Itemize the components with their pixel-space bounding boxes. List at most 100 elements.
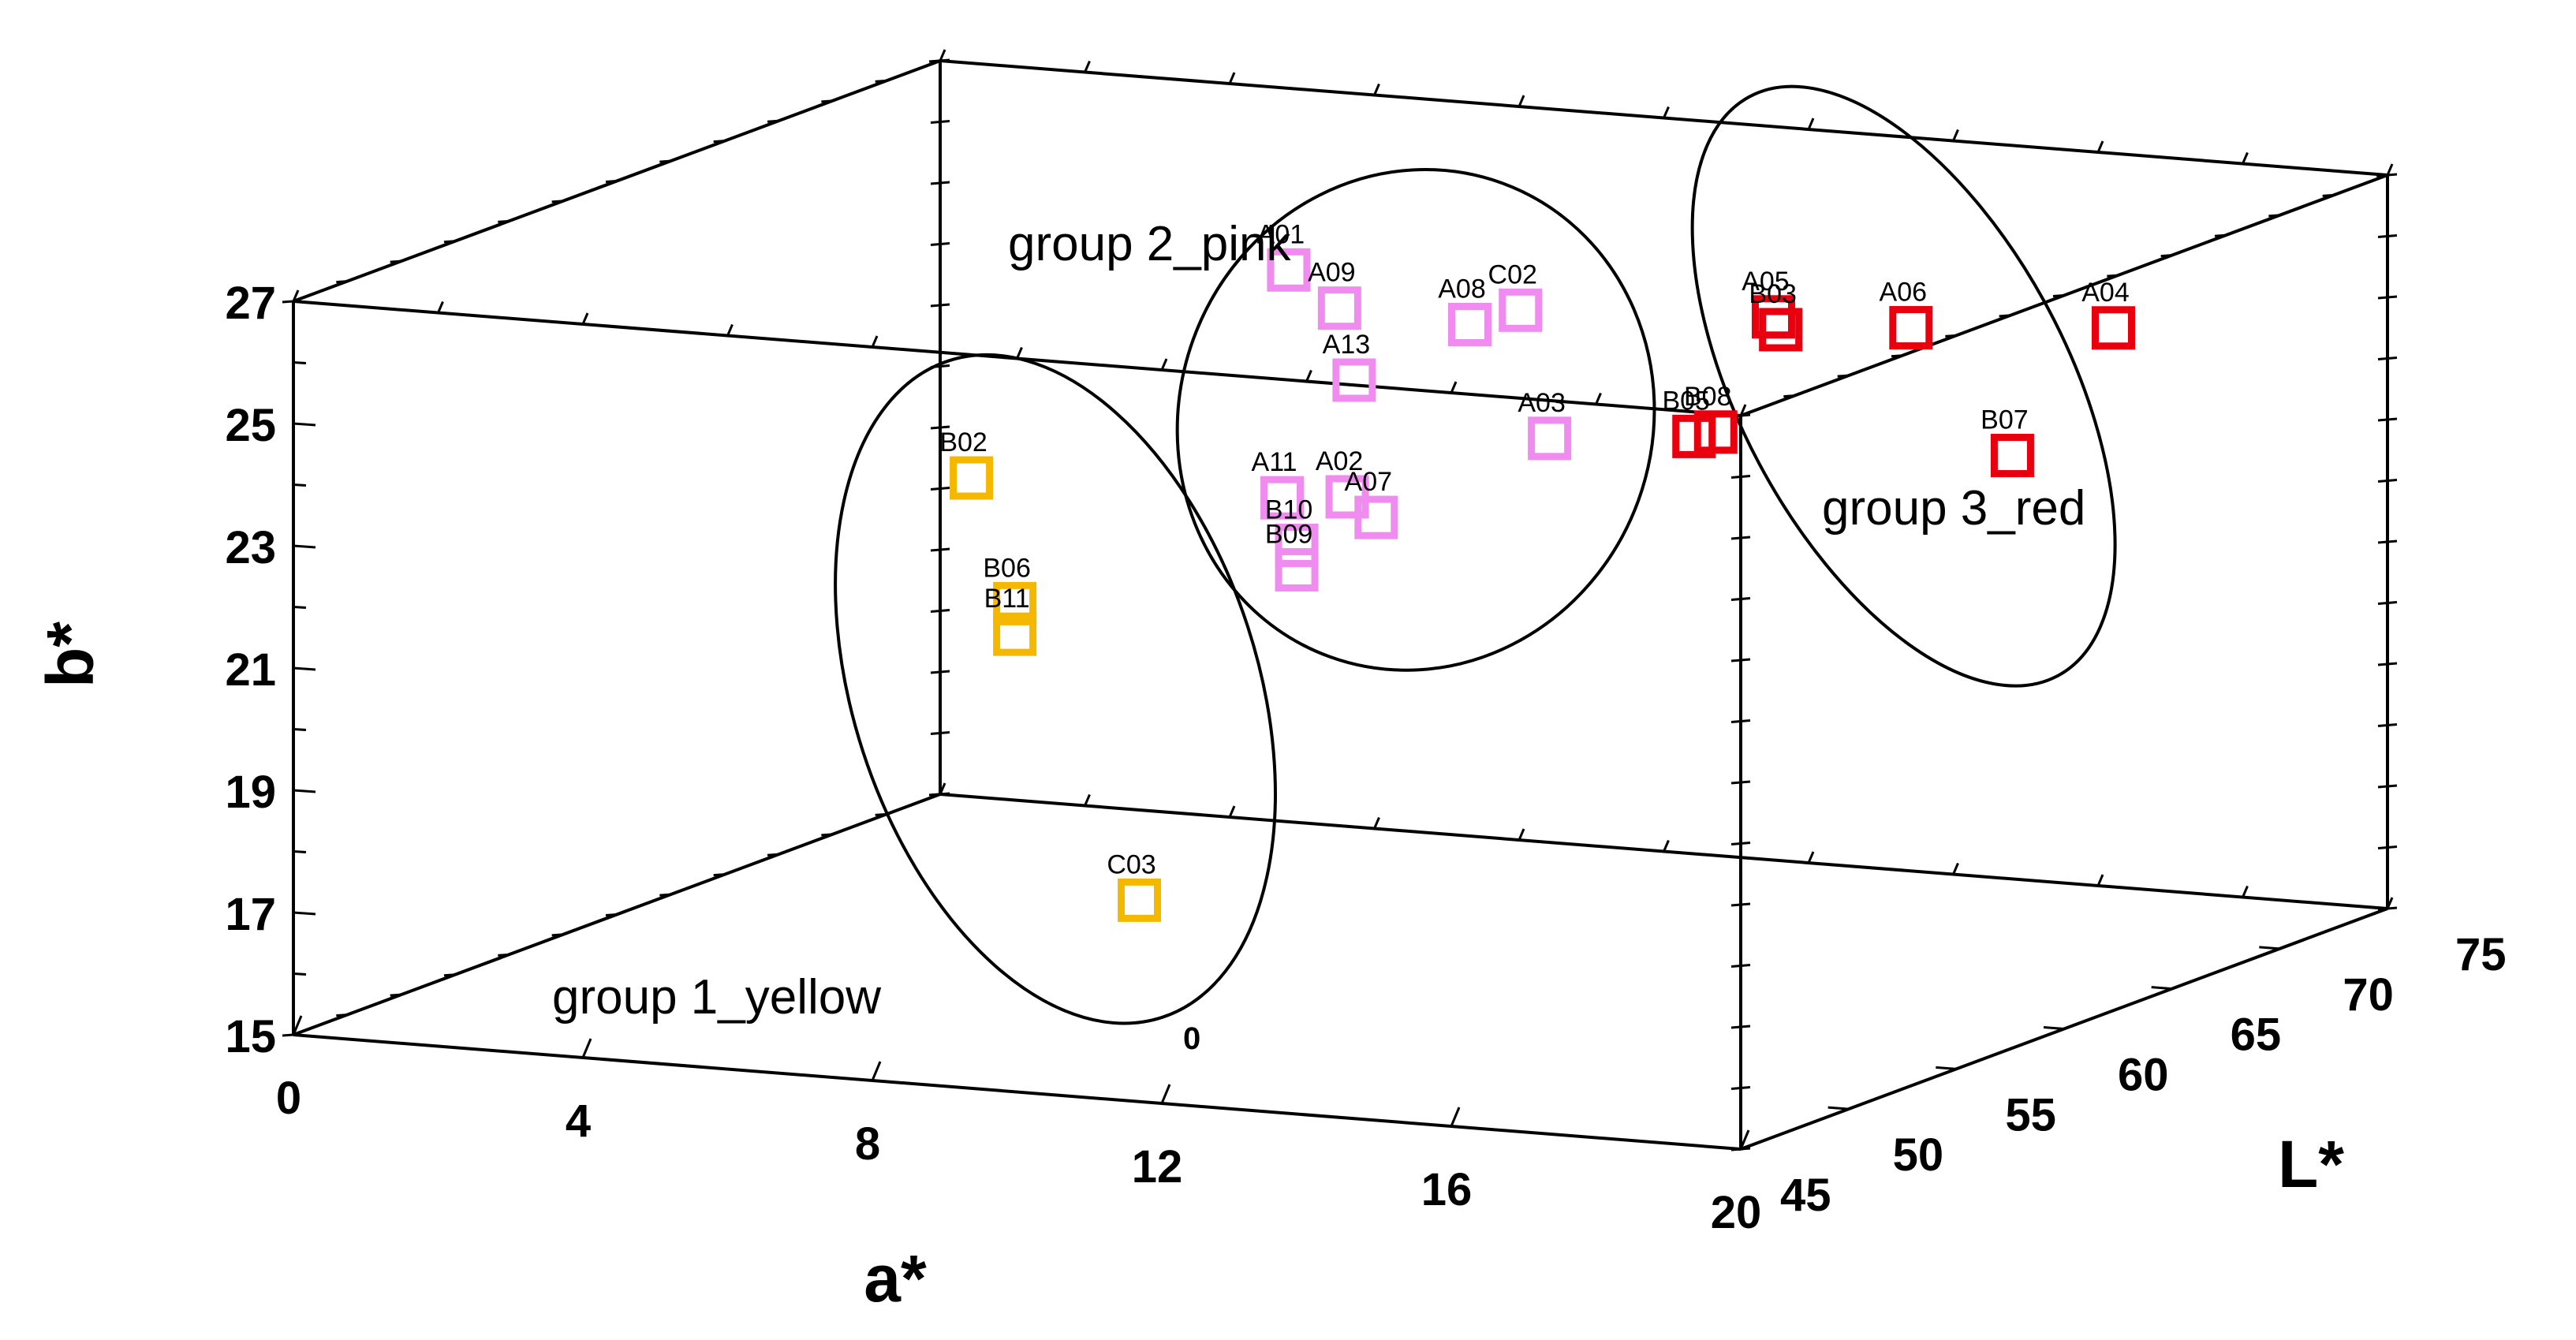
group-1-label: group 1_yellow <box>552 970 881 1025</box>
z-tick-label: 19 <box>225 767 276 818</box>
tick-mark <box>2377 845 2398 849</box>
tick-mark <box>1807 118 1815 130</box>
tick-mark <box>2322 193 2334 197</box>
data-point-label: A03 <box>1518 388 1566 418</box>
tick-mark <box>1450 381 1458 394</box>
tick-mark <box>821 833 833 837</box>
tick-mark <box>293 300 316 304</box>
x-tick-label: 16 <box>1421 1164 1473 1215</box>
tick-mark <box>930 181 950 185</box>
tick-mark <box>930 487 950 491</box>
x-tick-label: 4 <box>566 1096 591 1147</box>
data-point-marker <box>1672 414 1716 458</box>
tick-mark <box>1518 95 1525 107</box>
tick-mark <box>871 335 879 348</box>
tick-mark <box>1228 72 1236 84</box>
tick-mark <box>930 670 950 674</box>
tick-mark <box>2377 662 2398 666</box>
data-point-marker <box>1354 495 1398 539</box>
tick-mark <box>292 289 300 302</box>
tick-mark <box>1730 1086 1751 1090</box>
tick-mark <box>1936 1066 1957 1070</box>
annotation-zero: 0 <box>1183 1021 1200 1056</box>
tick-mark <box>390 259 401 263</box>
tick-mark <box>2107 274 2119 278</box>
tick-mark <box>1016 346 1023 360</box>
tick-mark <box>1730 719 1751 723</box>
tick-mark <box>1373 816 1380 830</box>
data-point-label: A09 <box>1308 258 1356 288</box>
z-tick-label: 27 <box>225 278 276 329</box>
tick-mark <box>1160 358 1168 371</box>
tick-mark <box>292 1015 303 1036</box>
tick-mark <box>1837 374 1849 378</box>
tick-mark <box>928 59 941 63</box>
tick-mark <box>1730 780 1751 785</box>
tick-mark <box>2052 294 2065 297</box>
tick-mark <box>293 606 307 609</box>
x-tick-label: 8 <box>855 1118 880 1170</box>
group-3-label: group 3_red <box>1822 481 2085 536</box>
tick-mark <box>875 812 887 816</box>
tick-mark <box>767 853 779 857</box>
box-edge <box>293 1033 1742 1151</box>
tick-mark <box>1595 392 1602 405</box>
tick-mark <box>498 953 510 957</box>
tick-mark <box>1450 1107 1461 1127</box>
tick-mark <box>1084 60 1091 73</box>
tick-mark <box>1739 1129 1750 1150</box>
tick-mark <box>293 361 307 364</box>
tick-mark <box>2377 784 2398 789</box>
x-axis-title: a* <box>864 1241 927 1316</box>
data-point-marker <box>1889 306 1933 350</box>
tick-mark <box>659 159 671 163</box>
data-point-marker <box>1317 286 1361 330</box>
data-point-label: B06 <box>983 553 1031 583</box>
tick-mark <box>2376 174 2388 177</box>
data-point-label: A07 <box>1345 467 1393 497</box>
y-tick-label: 75 <box>2455 929 2507 980</box>
tick-mark <box>1663 106 1670 119</box>
tick-mark <box>930 731 950 735</box>
data-point-marker <box>950 456 994 500</box>
data-point-label: A06 <box>1880 278 1928 308</box>
group-ellipse <box>1690 84 2117 688</box>
tick-mark <box>930 242 950 246</box>
tick-mark <box>443 240 456 244</box>
tick-mark <box>1084 793 1091 807</box>
tick-mark <box>293 911 316 916</box>
tick-mark <box>282 1033 294 1037</box>
tick-mark <box>1807 851 1815 864</box>
x-tick-label: 0 <box>276 1073 301 1124</box>
z-tick-label: 23 <box>225 522 276 573</box>
tick-mark <box>1719 1146 1742 1151</box>
data-point-marker <box>993 581 1037 625</box>
data-point-label: B07 <box>1981 405 2029 435</box>
tick-mark <box>581 312 589 325</box>
tick-mark <box>293 789 316 793</box>
tick-mark <box>1730 475 1751 479</box>
tick-mark <box>2043 1026 2065 1030</box>
tick-mark <box>2377 356 2398 360</box>
tick-mark <box>2096 140 2104 153</box>
data-point-label: B02 <box>939 427 987 457</box>
data-point-marker <box>2092 306 2135 350</box>
z-tick-label: 21 <box>225 644 276 696</box>
group-2-label: group 2_pink <box>1008 217 1291 271</box>
tick-mark <box>1739 404 1747 416</box>
tick-mark <box>2096 874 2104 886</box>
data-point-label: A11 <box>1252 447 1297 477</box>
tick-mark <box>605 180 618 183</box>
data-point-label: A13 <box>1323 330 1371 360</box>
data-point-label: C02 <box>1488 259 1537 289</box>
tick-mark <box>293 666 316 671</box>
tick-mark <box>1730 902 1751 907</box>
tick-mark <box>2366 905 2388 910</box>
tick-mark <box>2386 163 2394 176</box>
tick-mark <box>1730 658 1751 663</box>
data-point-marker <box>1275 523 1319 567</box>
data-point-marker <box>1751 295 1795 339</box>
